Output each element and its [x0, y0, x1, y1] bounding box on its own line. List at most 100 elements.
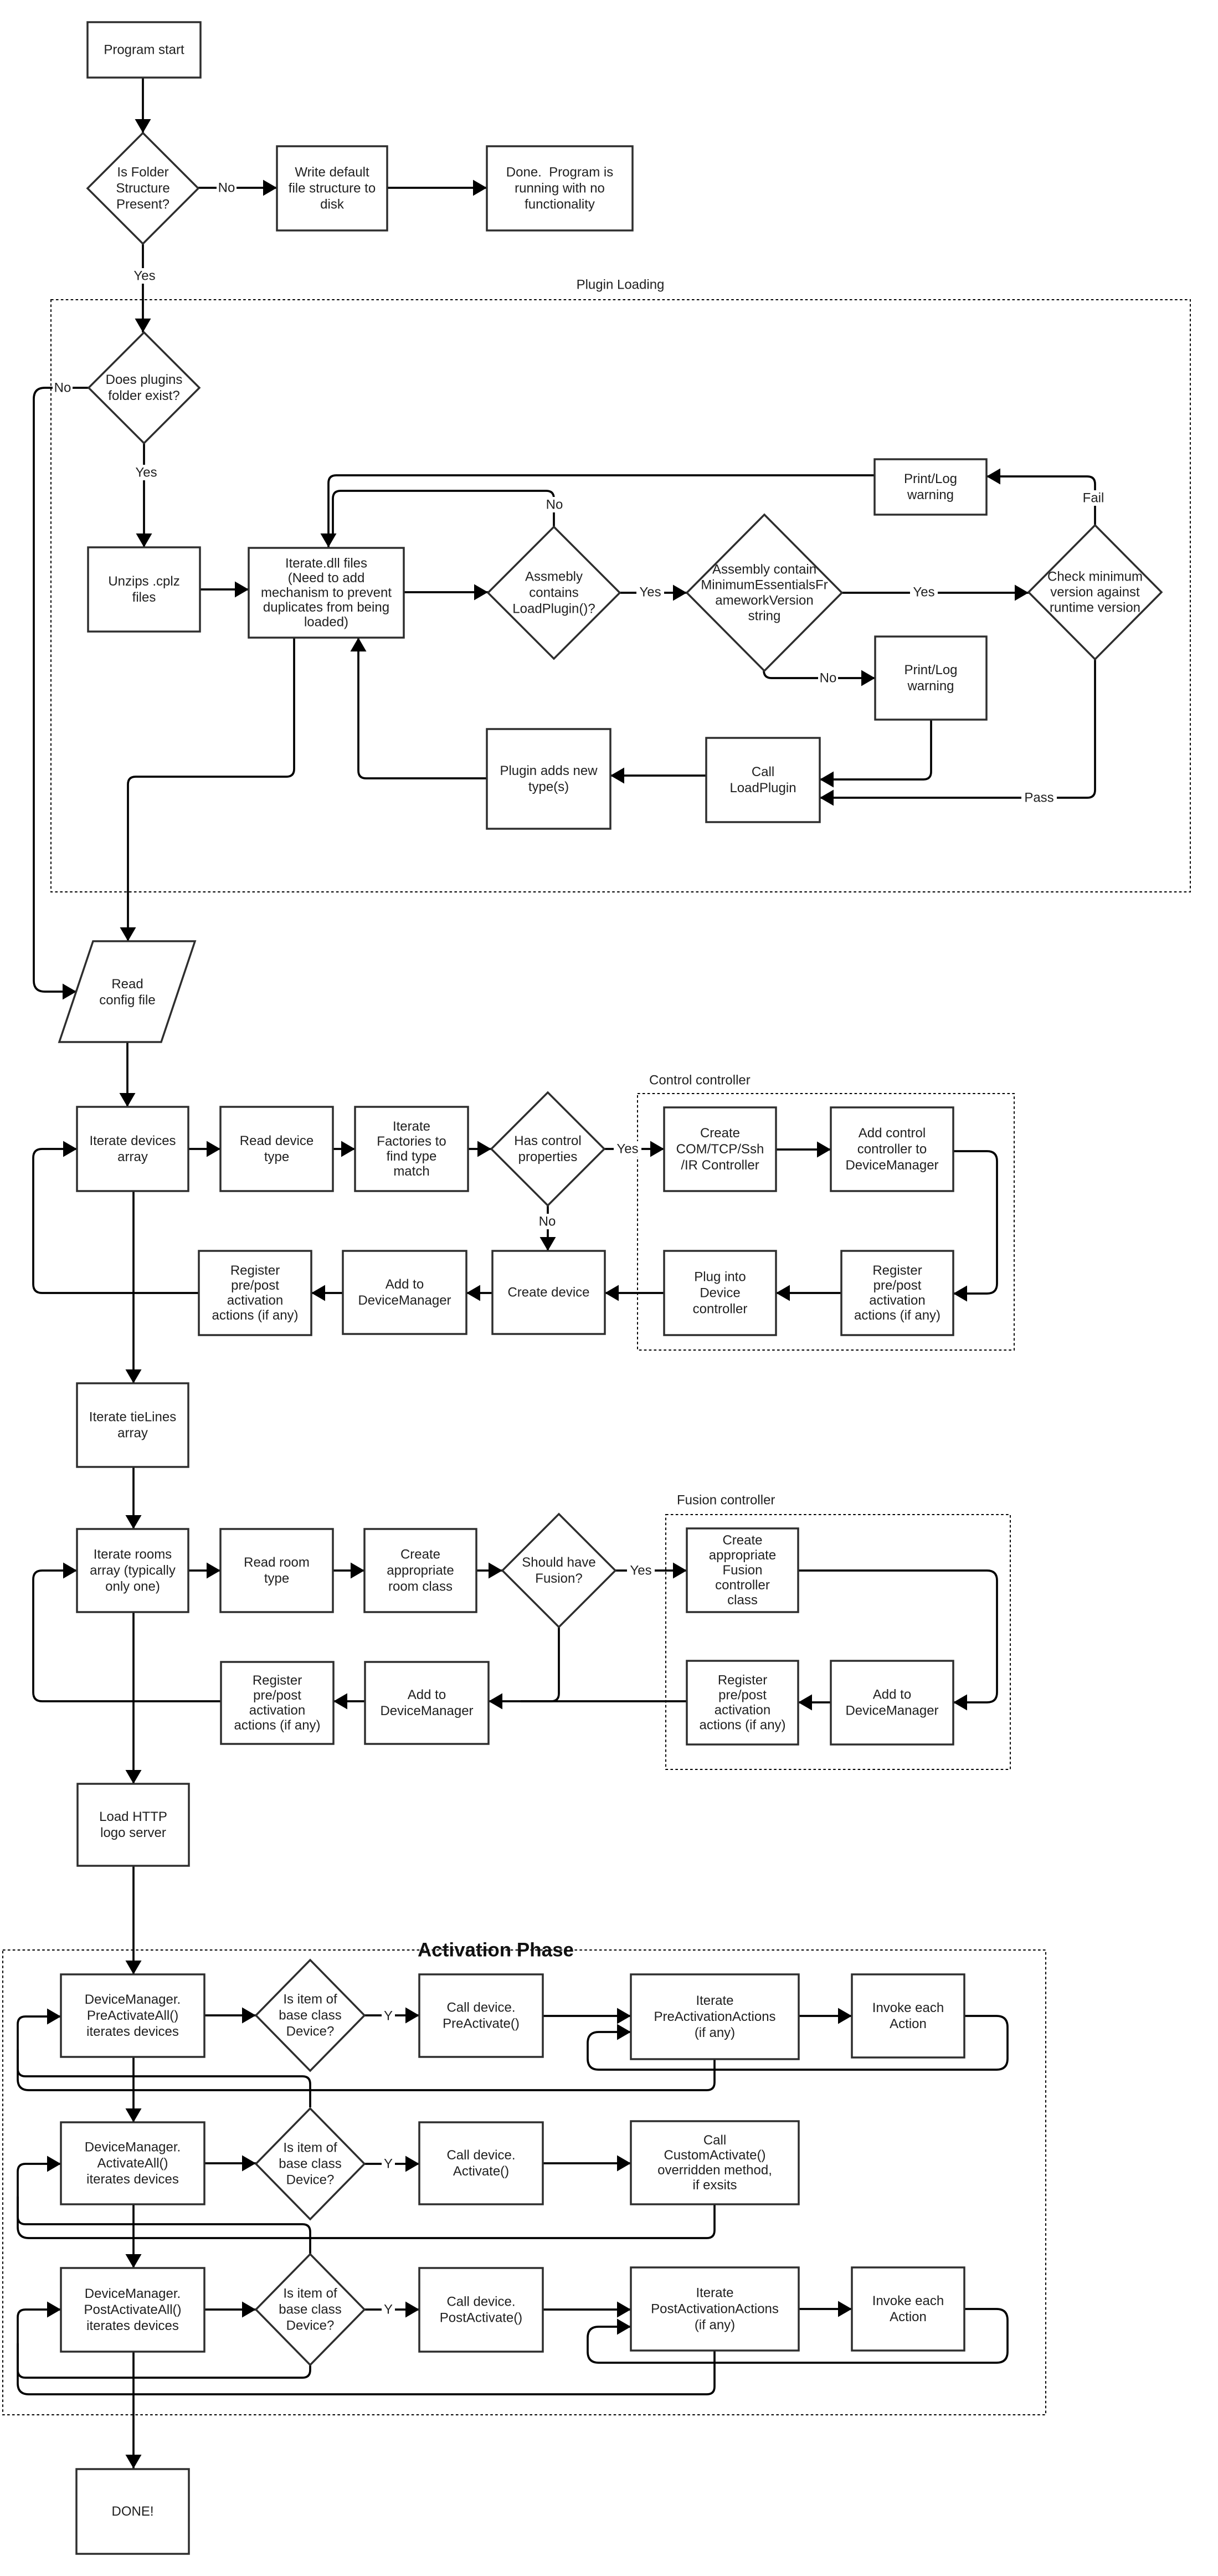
svg-text:pre/post: pre/post [718, 1688, 767, 1703]
svg-text:actions (if any): actions (if any) [854, 1308, 941, 1323]
svg-text:PostActivateAll(): PostActivateAll() [84, 2302, 181, 2317]
svg-text:iterates devices: iterates devices [86, 2172, 179, 2187]
svg-text:Register: Register [230, 1263, 280, 1278]
svg-text:Call device.: Call device. [446, 2000, 515, 2015]
svg-text:PostActivate(): PostActivate() [440, 2311, 522, 2326]
svg-text:array: array [117, 1426, 148, 1441]
svg-text:PreActivateAll(): PreActivateAll() [87, 2008, 178, 2023]
svg-text:functionality: functionality [525, 197, 595, 212]
svg-text:actions (if any): actions (if any) [212, 1308, 298, 1323]
svg-text:pre/post: pre/post [253, 1688, 301, 1703]
svg-text:Register: Register [872, 1263, 922, 1278]
svg-text:config file: config file [99, 993, 155, 1008]
svg-text:Device: Device [700, 1286, 740, 1301]
svg-text:DONE!: DONE! [111, 2504, 153, 2519]
svg-text:Read room: Read room [244, 1555, 310, 1570]
svg-text:Yes: Yes [133, 269, 155, 284]
svg-text:room class: room class [388, 1579, 453, 1594]
svg-text:PreActivate(): PreActivate() [443, 2016, 520, 2031]
svg-text:warning: warning [907, 679, 954, 694]
svg-text:loaded): loaded) [304, 615, 348, 630]
svg-text:(if any): (if any) [695, 2025, 735, 2040]
svg-text:activation: activation [249, 1703, 305, 1718]
svg-text:type: type [264, 1571, 289, 1586]
svg-text:Print/Log: Print/Log [904, 663, 957, 678]
svg-text:Device?: Device? [286, 2024, 335, 2039]
svg-text:Is item of: Is item of [283, 1992, 337, 2007]
svg-text:Has control: Has control [514, 1133, 581, 1148]
svg-text:Factories to: Factories to [377, 1134, 446, 1149]
svg-text:Iterate: Iterate [696, 1993, 733, 2008]
svg-text:Fusion controller: Fusion controller [677, 1493, 775, 1508]
svg-text:Y: Y [384, 2157, 393, 2172]
svg-text:Action: Action [890, 2016, 927, 2031]
svg-text:controller: controller [715, 1578, 770, 1593]
svg-text:Iterate tieLines: Iterate tieLines [89, 1410, 176, 1425]
svg-text:DeviceManager: DeviceManager [845, 1703, 938, 1718]
svg-text:Yes: Yes [616, 1142, 638, 1157]
svg-text:runtime version: runtime version [1050, 601, 1140, 615]
svg-text:Yes: Yes [639, 585, 661, 600]
svg-text:string: string [748, 609, 781, 624]
svg-text:logo server: logo server [100, 1825, 166, 1840]
svg-text:Yes: Yes [135, 465, 157, 480]
svg-text:Plugin adds new: Plugin adds new [500, 763, 598, 778]
svg-text:actions (if any): actions (if any) [699, 1718, 785, 1733]
svg-text:Device?: Device? [286, 2173, 335, 2188]
svg-text:Fusion: Fusion [722, 1563, 762, 1578]
svg-text:Invoke each: Invoke each [872, 2000, 944, 2015]
svg-text:Create: Create [722, 1533, 762, 1548]
svg-text:MinimumEssentialsFr: MinimumEssentialsFr [701, 578, 828, 593]
svg-text:Register: Register [253, 1673, 302, 1688]
svg-text:Print/Log: Print/Log [904, 471, 957, 486]
svg-text:Add to: Add to [386, 1277, 424, 1292]
svg-text:Load HTTP: Load HTTP [99, 1809, 167, 1824]
svg-text:Plug into: Plug into [694, 1270, 746, 1285]
svg-text:if exsits: if exsits [692, 2178, 737, 2193]
svg-text:Add control: Add control [859, 1126, 926, 1141]
svg-text:DeviceManager: DeviceManager [380, 1703, 473, 1718]
svg-text:Call device.: Call device. [446, 2148, 515, 2163]
svg-text:Yes: Yes [913, 585, 934, 600]
svg-text:Read device: Read device [240, 1133, 314, 1148]
svg-text:(if any): (if any) [695, 2318, 735, 2333]
svg-text:Call device.: Call device. [446, 2295, 515, 2310]
svg-text:array (typically: array (typically [90, 1563, 176, 1578]
svg-text:Structure: Structure [116, 181, 169, 196]
svg-text:DeviceManager.: DeviceManager. [85, 1992, 181, 2007]
svg-text:actions (if any): actions (if any) [234, 1718, 320, 1733]
svg-text:base class: base class [279, 2008, 341, 2023]
svg-text:Assmebly: Assmebly [525, 569, 583, 584]
svg-text:Iterate devices: Iterate devices [89, 1133, 176, 1148]
svg-text:Call: Call [752, 764, 774, 779]
svg-text:Create: Create [400, 1547, 440, 1562]
svg-text:Iterate rooms: Iterate rooms [94, 1547, 172, 1562]
svg-text:Check minimum: Check minimum [1047, 569, 1143, 584]
svg-text:mechanism to prevent: mechanism to prevent [261, 586, 392, 601]
svg-text:iterates devices: iterates devices [86, 2318, 179, 2333]
svg-text:Write default: Write default [295, 165, 369, 180]
svg-text:(Need to add: (Need to add [288, 571, 365, 586]
svg-text:version against: version against [1050, 585, 1140, 600]
svg-text:Fusion?: Fusion? [535, 1571, 582, 1586]
svg-text:No: No [54, 381, 71, 396]
svg-text:Assembly contain: Assembly contain [712, 562, 816, 577]
svg-text:controller: controller [693, 1302, 748, 1317]
svg-text:array: array [117, 1150, 148, 1164]
svg-text:activation: activation [227, 1293, 283, 1308]
svg-text:Yes: Yes [630, 1563, 651, 1578]
svg-text:Done. Program is: Done. Program is [506, 165, 613, 180]
svg-text:/IR Controller: /IR Controller [681, 1158, 759, 1173]
svg-text:PostActivationActions: PostActivationActions [651, 2302, 779, 2317]
svg-text:activation: activation [869, 1293, 925, 1308]
svg-text:appropriate: appropriate [709, 1548, 776, 1563]
svg-text:iterates devices: iterates devices [86, 2024, 179, 2039]
svg-text:LoadPlugin: LoadPlugin [729, 781, 796, 796]
svg-text:Control controller: Control controller [649, 1073, 751, 1088]
svg-text:Present?: Present? [116, 197, 169, 212]
svg-text:Call: Call [703, 2133, 726, 2148]
svg-text:Invoke each: Invoke each [872, 2293, 944, 2308]
svg-text:folder exist?: folder exist? [108, 388, 179, 403]
svg-text:COM/TCP/Ssh: COM/TCP/Ssh [676, 1142, 764, 1157]
svg-text:Iterate.dll files: Iterate.dll files [285, 556, 367, 571]
